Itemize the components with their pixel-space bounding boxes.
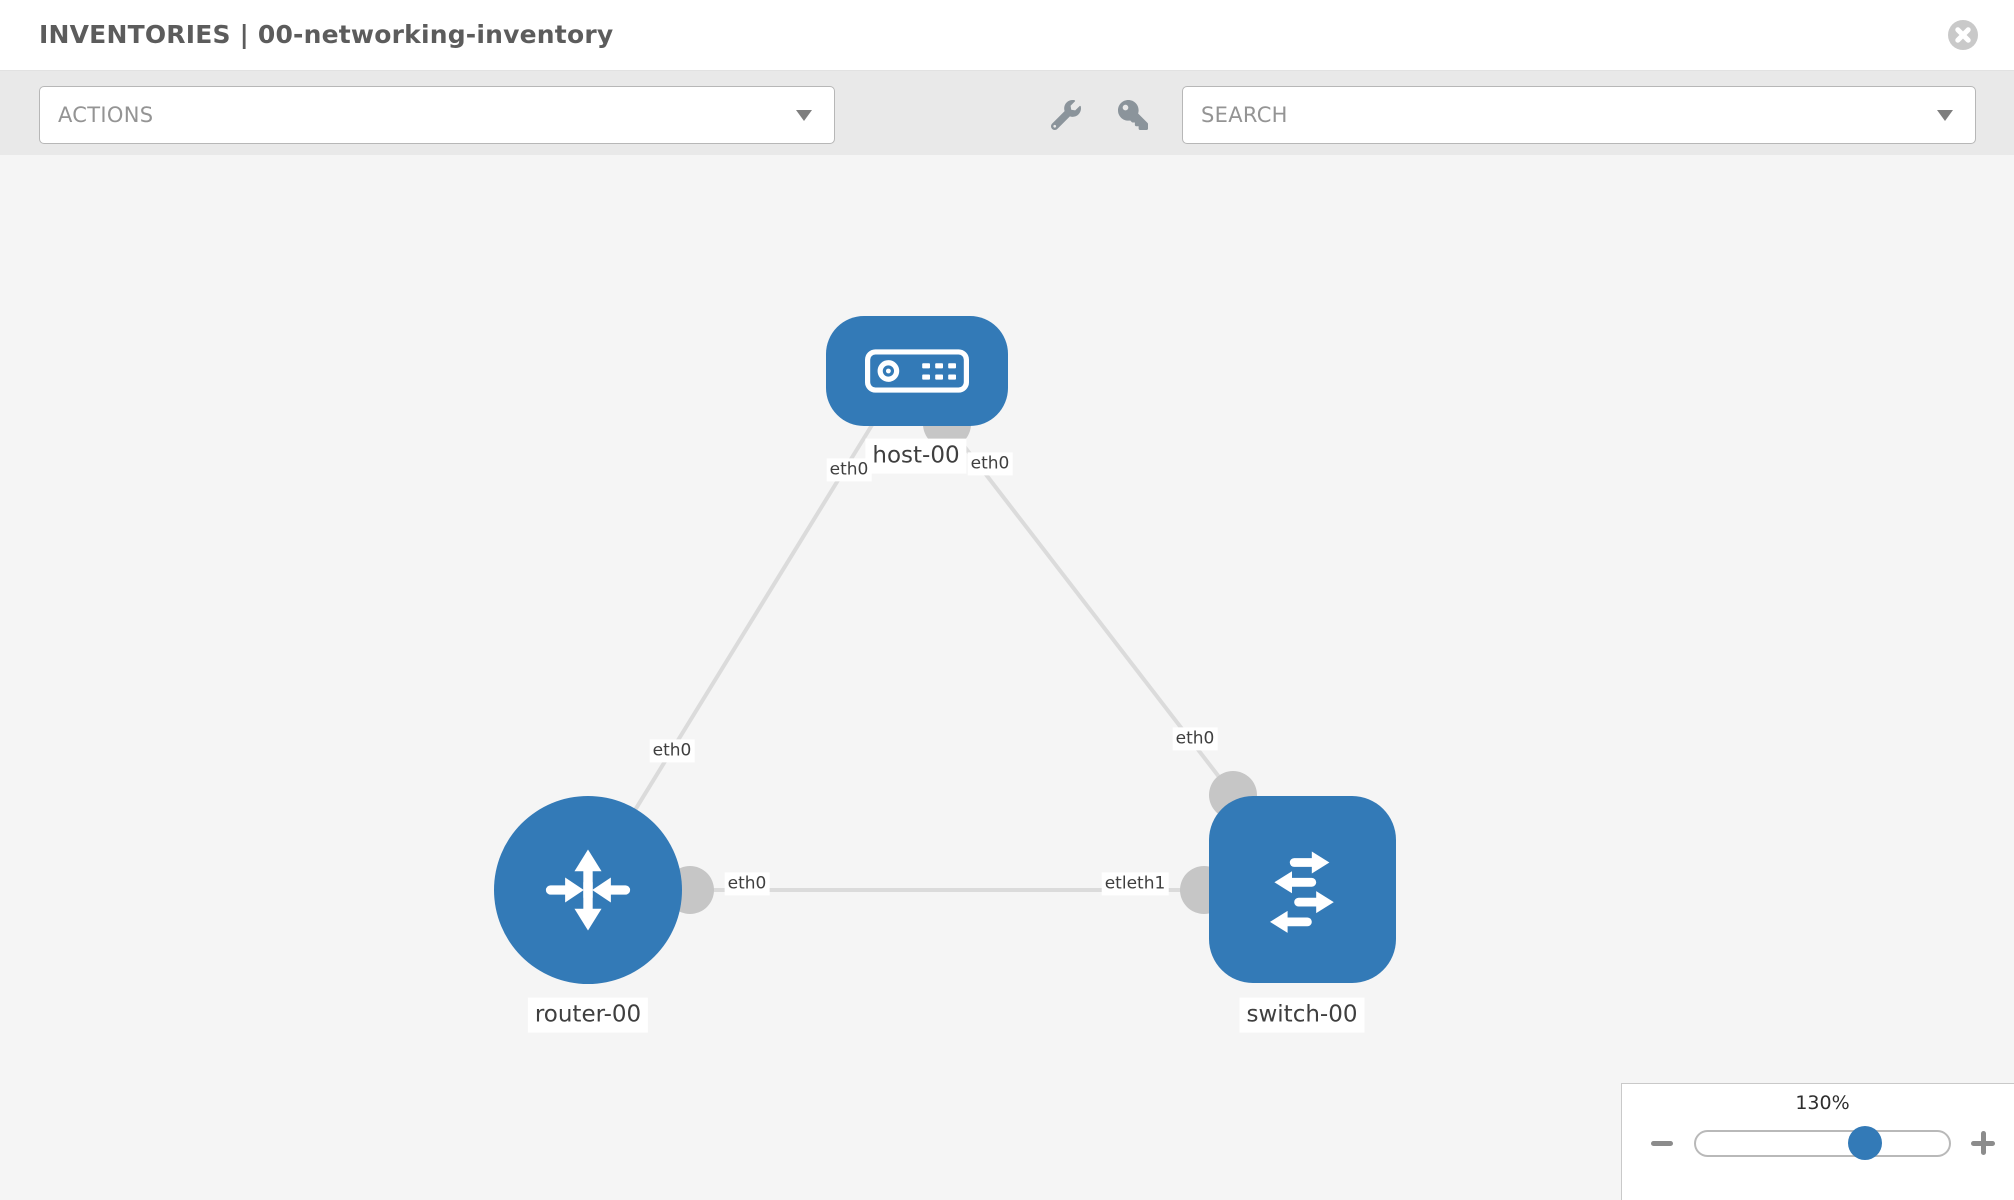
host-icon [865, 349, 969, 393]
topology-canvas[interactable]: host-00 router-00 switch-00 eth0 eth0 et… [0, 155, 2014, 1200]
actions-dropdown-label: ACTIONS [58, 103, 154, 127]
wrench-icon [1051, 100, 1081, 130]
node-router-00[interactable] [494, 796, 682, 984]
zoom-slider-track[interactable] [1694, 1126, 1951, 1160]
switch-icon [1269, 851, 1334, 933]
iface-label: eth0 [967, 452, 1013, 476]
zoom-out-button[interactable] [1646, 1130, 1678, 1156]
toolbar: ACTIONS SEARCH [0, 71, 2014, 156]
chevron-down-icon [796, 110, 812, 121]
zoom-slider-thumb[interactable] [1848, 1126, 1882, 1160]
zoom-in-button[interactable] [1967, 1127, 1999, 1159]
search-dropdown[interactable]: SEARCH [1182, 86, 1976, 144]
configure-button[interactable] [1046, 95, 1086, 135]
actions-dropdown[interactable]: ACTIONS [39, 86, 835, 144]
zoom-panel: 130% [1621, 1083, 2014, 1200]
iface-label: eth0 [724, 872, 770, 896]
iface-label: eth0 [649, 739, 695, 763]
header: INVENTORIES | 00-networking-inventory [0, 0, 2014, 71]
minus-icon [1651, 1140, 1673, 1146]
node-label-host-00: host-00 [865, 438, 967, 474]
page-title: INVENTORIES | 00-networking-inventory [39, 20, 614, 49]
node-host-00[interactable] [826, 316, 1008, 426]
close-button[interactable] [1948, 20, 1978, 50]
chevron-down-icon [1937, 110, 1953, 121]
node-switch-00[interactable] [1209, 796, 1396, 983]
iface-label: eth0 [1172, 727, 1218, 751]
credentials-button[interactable] [1113, 95, 1153, 135]
edge-router-host [598, 410, 882, 869]
node-label-switch-00: switch-00 [1239, 997, 1365, 1033]
key-icon [1118, 100, 1148, 130]
iface-label: eth0 [826, 458, 872, 482]
search-dropdown-label: SEARCH [1201, 103, 1288, 127]
router-icon [545, 849, 631, 931]
zoom-level: 130% [1795, 1092, 1850, 1114]
close-icon [1948, 20, 1978, 50]
iface-label: etleth1 [1101, 872, 1169, 896]
node-label-router-00: router-00 [527, 997, 649, 1033]
topology-edges [598, 400, 1257, 914]
